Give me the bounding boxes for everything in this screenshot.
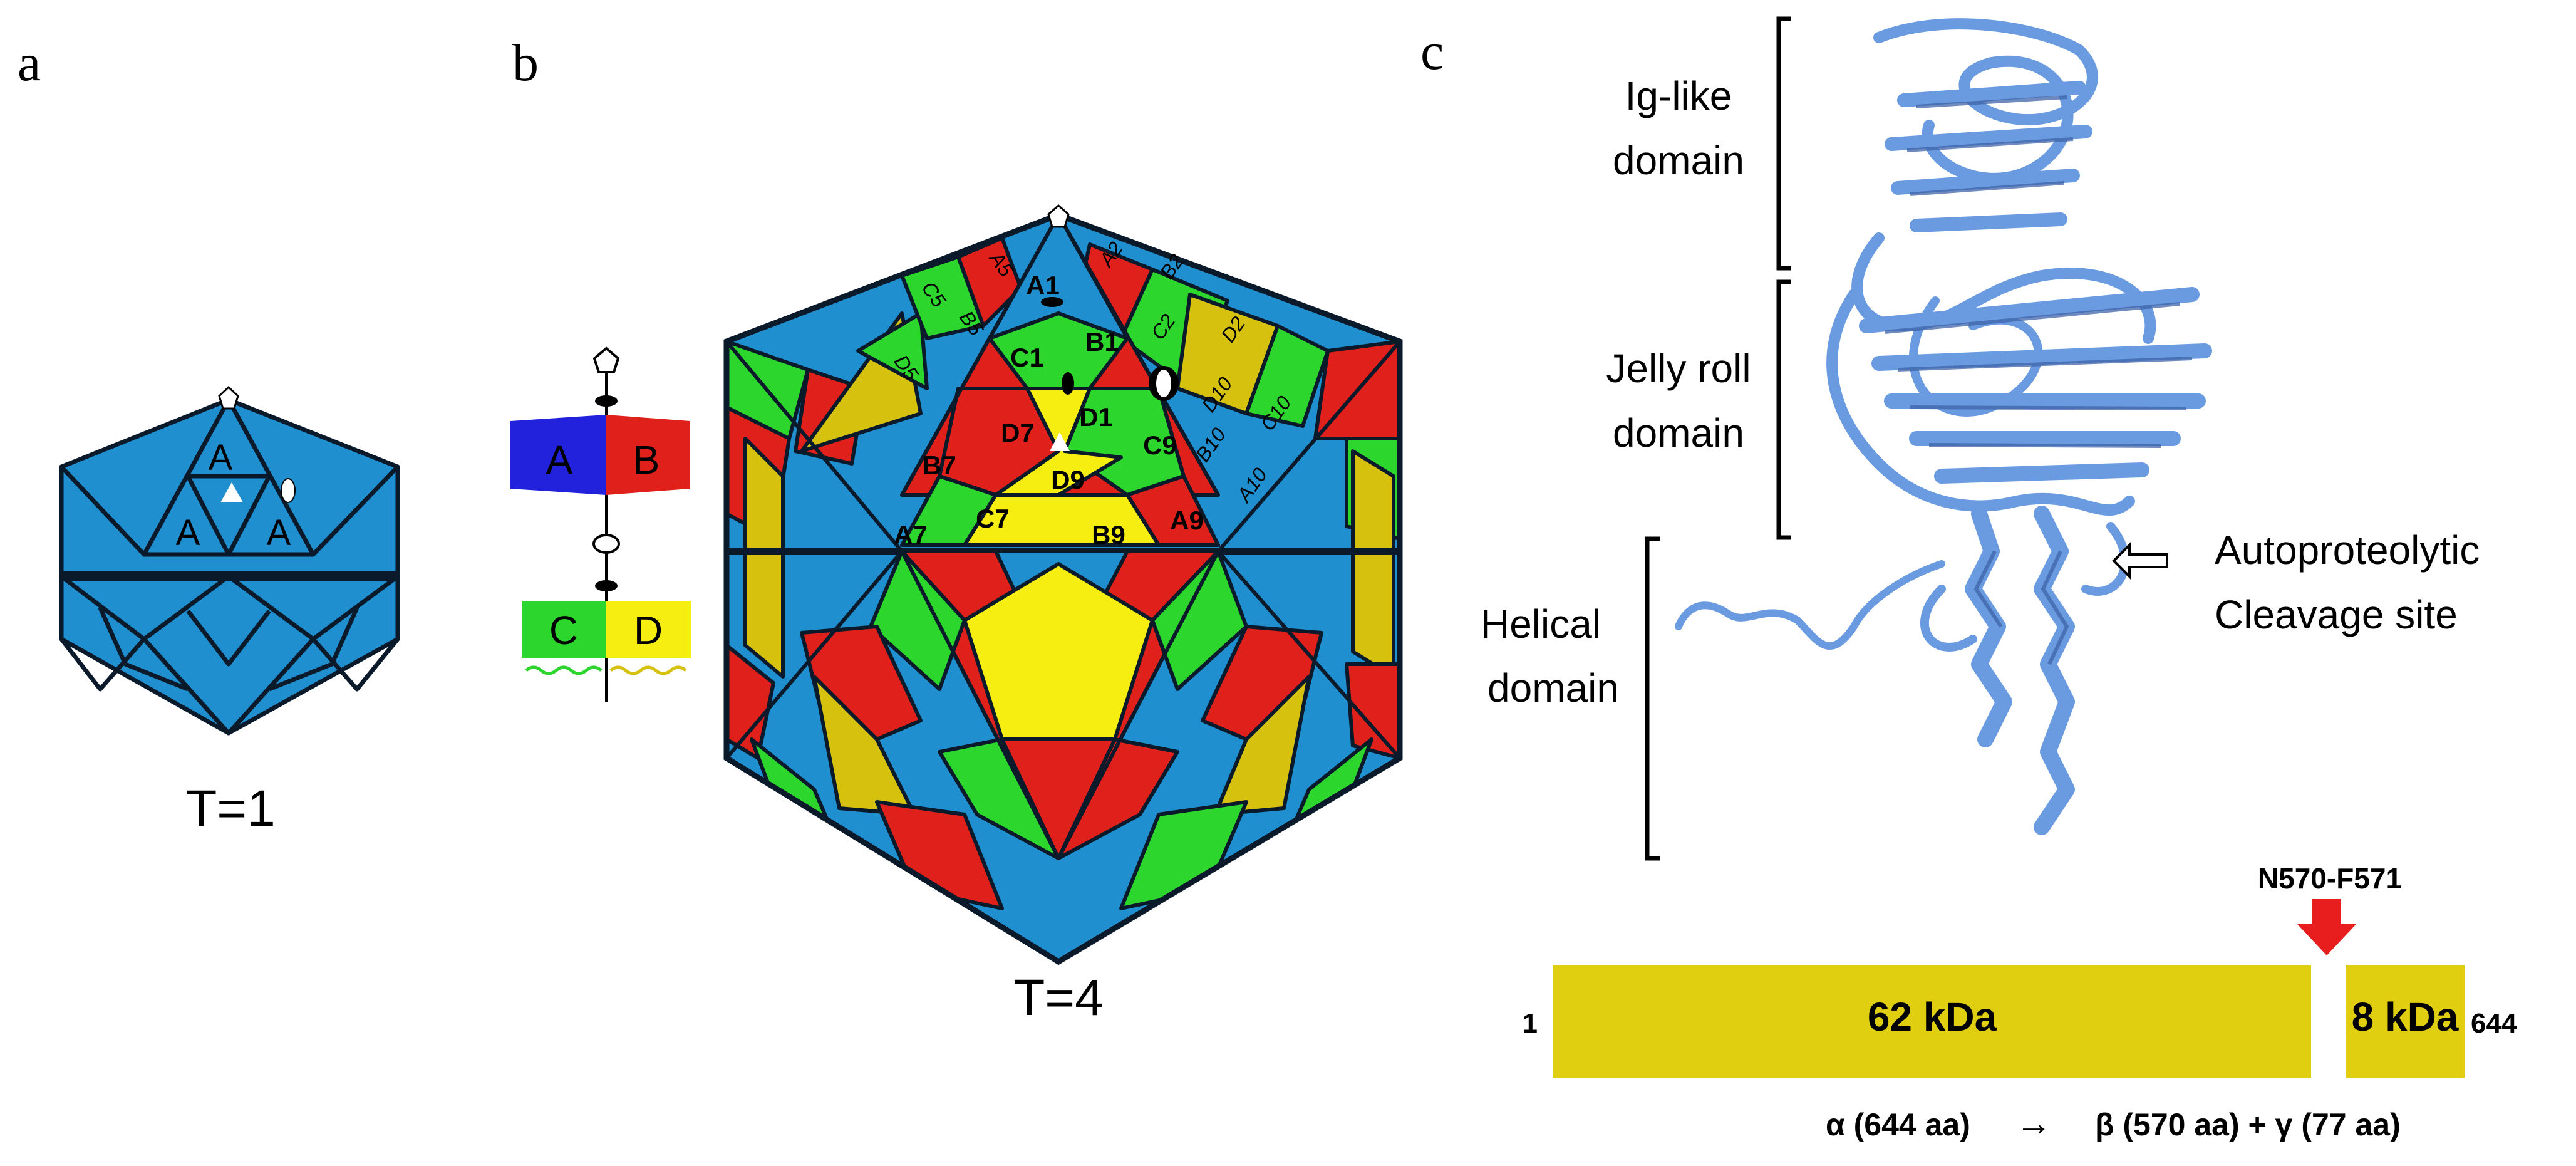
panel-b-letter: b: [512, 34, 539, 92]
jelly-domain-line2: domain: [1613, 410, 1744, 455]
bar-end-label: 644: [2471, 1008, 2517, 1039]
jelly-bracket: [1776, 279, 1791, 540]
ig-bracket: [1776, 16, 1791, 271]
alpha-label: α (644 aa): [1826, 1107, 1970, 1142]
t4-icosahedron: [727, 215, 1400, 962]
cleavage-label-line1: Autoproteolytic: [2215, 528, 2480, 573]
segment-8kda: [2346, 965, 2465, 1078]
helical-domain-line1: Helical: [1481, 601, 1601, 647]
cleavage-equation: α (644 aa) → β (570 aa) + γ (77 aa): [1826, 1103, 2401, 1143]
legend-d-label: D: [634, 608, 663, 653]
symmetry-legend: A B C D: [510, 346, 691, 702]
label-a7: A7: [894, 520, 928, 549]
t4-twofold-top-symbol: [1041, 297, 1063, 307]
helical-domain-line2: domain: [1487, 665, 1619, 711]
label-c7: C7: [976, 504, 1010, 533]
ig-domain-line2: domain: [1613, 138, 1744, 183]
label-d1: D1: [1079, 402, 1113, 432]
t4-fivefold-symbol: [1047, 204, 1070, 228]
t4-threefold-symbol: [1050, 432, 1070, 451]
subunit-a-top: A: [209, 437, 233, 478]
panel-c: c Ig-like domain Jelly roll domain Helic…: [1420, 16, 2517, 1143]
t1-caption: T=1: [185, 780, 276, 837]
protein-ribbon-shading: [1885, 95, 2193, 665]
segment-62kda: [1553, 965, 2311, 1078]
cleavage-label-line2: Cleavage site: [2215, 592, 2458, 637]
protein-ribbon: [1675, 18, 2212, 835]
label-c9: C9: [1143, 430, 1177, 460]
panel-a-letter: a: [18, 34, 41, 92]
panel-c-letter: c: [1420, 23, 1444, 81]
bar-start-label: 1: [1523, 1008, 1538, 1039]
legend-c-label: C: [549, 608, 578, 653]
cleavage-site-arrow: [2297, 899, 2356, 955]
legend-a-label: A: [546, 437, 573, 482]
t4-outline: [723, 212, 1403, 966]
helical-bracket: [1645, 536, 1660, 861]
label-d9: D9: [1051, 465, 1085, 494]
t4-quasi-sixfold-inner: [1156, 370, 1171, 397]
products-label: β (570 aa) + γ (77 aa): [2095, 1107, 2401, 1142]
protein-bar: N570-F571 1 644 62 kDa 8 kDa: [1523, 862, 2517, 1078]
legend-b-label: B: [633, 437, 660, 482]
label-d7: D7: [1001, 418, 1035, 447]
t4-caption: T=4: [1013, 969, 1104, 1026]
cleavage-arrow: [2112, 542, 2168, 580]
t4-twofold-symbol: [1062, 372, 1074, 395]
equation-arrow: →: [2015, 1103, 2052, 1143]
label-c1: C1: [1010, 343, 1044, 372]
legend-c-block: [522, 601, 606, 658]
ig-domain-line1: Ig-like: [1625, 73, 1732, 118]
legend-a-block: [510, 415, 606, 495]
panel-b: b A B C D: [510, 34, 1403, 1026]
t1-icosahedron: [59, 397, 400, 736]
twofold-symbol: [281, 478, 296, 503]
cleavage-site-label: N570-F571: [2258, 862, 2402, 895]
legend-b-block: [606, 415, 690, 495]
subunit-a-right: A: [267, 513, 291, 553]
subunit-a-left: A: [176, 513, 200, 553]
label-a9: A9: [1170, 506, 1204, 535]
fivefold-symbol: [218, 385, 239, 410]
threefold-symbol: [220, 482, 243, 502]
domain-brackets: [1645, 16, 1791, 861]
segment2-label: 8 kDa: [2352, 994, 2459, 1039]
label-b7: B7: [923, 450, 956, 480]
segment1-label: 62 kDa: [1868, 994, 1997, 1039]
legend-d-block: [606, 601, 691, 658]
label-b9: B9: [1092, 520, 1125, 549]
label-a1: A1: [1026, 271, 1060, 300]
label-b1: B1: [1085, 327, 1119, 357]
legend-pentagon-symbol: [592, 346, 620, 373]
panel-a: a A A A T=1: [18, 34, 400, 837]
jelly-domain-line1: Jelly roll: [1606, 346, 1751, 391]
